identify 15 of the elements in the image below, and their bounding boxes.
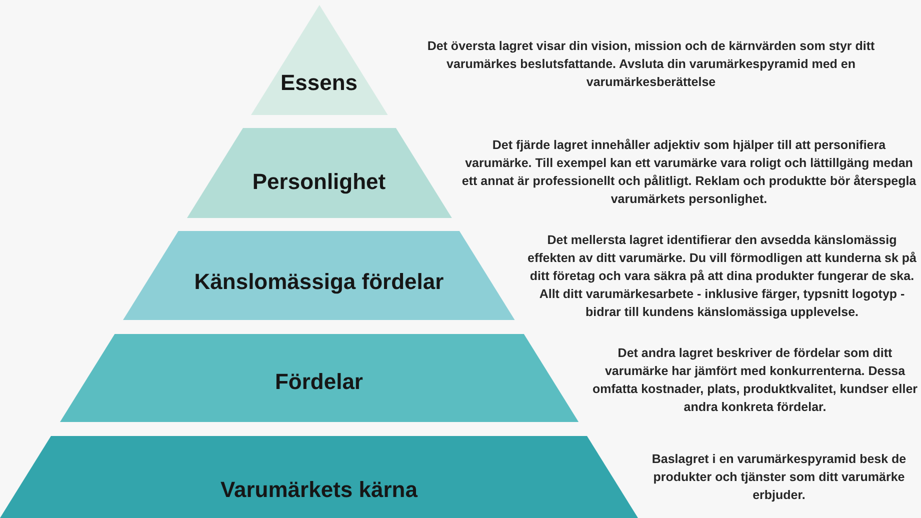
layer-label: Känslomässiga fördelar [194,268,444,296]
layer-description: Det mellersta lagret identifierar den avsedda känslomässig effekten av ditt varumärke. Du vill förmodligen att kunderna sk på ditt företag och vara säkra på att dina produkter fungerar de ska. Allt ditt varumärkesarbete - inklusive färger, typsnitt logotyp - bidrar till kundens känslomässiga upplevelse. [526,232,918,321]
pyramid-layer [186,128,452,218]
layer-label: Fördelar [274,368,363,396]
pyramid-layer [250,5,388,115]
layer-label: Essens [280,70,358,96]
layer-label: Personlighet [252,168,386,196]
pyramid-layer [60,334,578,422]
layer-description: Det översta lagret visar din vision, mission och de kärnvärden som styr ditt varumärkes beslutsfattande. Avsluta din varumärkespyramid med en varumärkesberättelse [426,38,876,91]
layer-description: Baslagret i en varumärkespyramid besk de produkter och tjänster som ditt varumärke erbjuder. [650,451,908,504]
pyramid-layer [0,436,638,518]
layer-description: Det fjärde lagret innehåller adjektiv som hjälper till att personifiera varumärke. Till exempel kan ett varumärke vara roligt och lättillgäng medan ett annat är professionellt och pålitligt. Reklam och produktte bör återspegla varumärkets personlighet. [460,137,918,208]
layer-label: Varumärkets kärna [220,476,418,504]
pyramid-layer [123,231,515,320]
layer-description: Det andra lagret beskriver de fördelar som ditt varumärke har jämfört med konkurrenterna. Dessa omfatta kostnader, plats, produktkvalitet, kundser eller andra konkreta fördelar. [592,345,918,416]
